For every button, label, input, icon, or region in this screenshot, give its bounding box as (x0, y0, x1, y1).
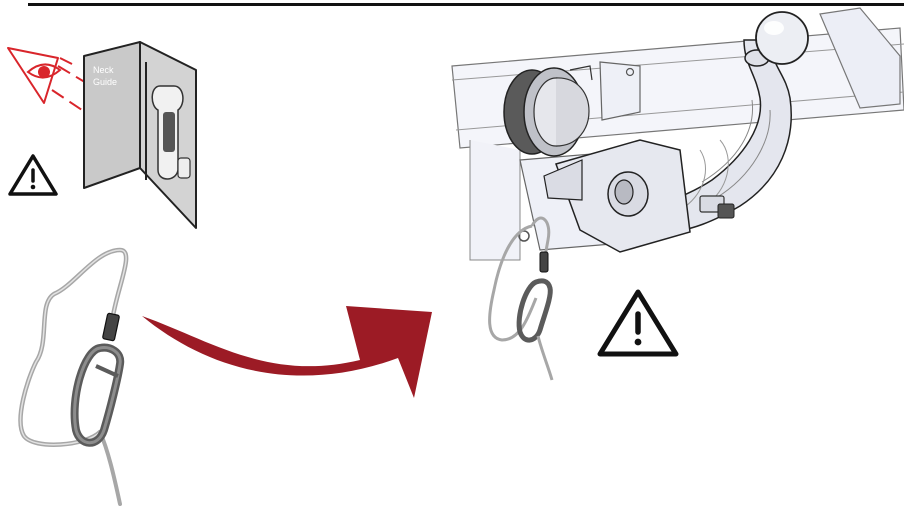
breakaway-cable-left (18, 247, 129, 506)
breakaway-cable-right (488, 216, 554, 381)
booklet-coupling-sketch (151, 85, 191, 180)
towbar-assembly (451, 7, 904, 381)
warning-triangle-icon (8, 154, 58, 196)
neck-guide-booklet: Neck Guide (83, 41, 197, 229)
electrical-socket (503, 65, 593, 157)
warning-triangle-icon (597, 289, 679, 357)
booklet-title-line2: Guide (93, 77, 117, 87)
towbar-lock-head (543, 139, 735, 253)
booklet-title-line1: Neck (93, 65, 114, 75)
carabiner-left (70, 343, 125, 447)
curved-arrow-icon (142, 306, 432, 398)
